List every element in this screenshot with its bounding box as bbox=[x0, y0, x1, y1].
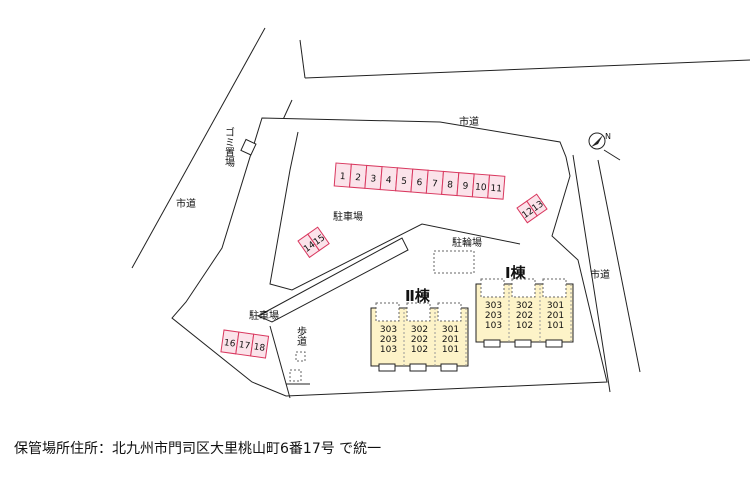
building-1-name: Ⅰ棟 bbox=[505, 264, 527, 282]
parking-space: 4 bbox=[379, 166, 398, 192]
caption: 保管場所住所：北九州市門司区大里桃山町6番17号 で統一 bbox=[14, 441, 382, 457]
parking-space-number: 3 bbox=[370, 174, 377, 184]
road-label-right: 市道 bbox=[590, 268, 610, 281]
entrance bbox=[378, 363, 396, 372]
entrance bbox=[514, 339, 532, 348]
walkway-gate bbox=[295, 351, 306, 362]
parking-space-number: 18 bbox=[253, 342, 266, 354]
unit-number: 102 bbox=[516, 321, 533, 331]
svg-text:N: N bbox=[605, 132, 611, 141]
parking-space-number: 2 bbox=[355, 173, 362, 183]
parking-space: 1 bbox=[333, 162, 352, 188]
walkway: 歩道 bbox=[289, 325, 307, 382]
road-label-left: 市道 bbox=[176, 197, 196, 210]
unit-number: 301 bbox=[442, 325, 459, 335]
parking-space-number: 9 bbox=[462, 182, 469, 192]
balcony bbox=[437, 302, 462, 322]
unit-number: 203 bbox=[485, 311, 502, 321]
parking-space-number: 7 bbox=[431, 179, 438, 189]
parking-space-number: 6 bbox=[416, 178, 423, 188]
inner-road-edge bbox=[269, 325, 291, 399]
road-right-edge-1 bbox=[572, 154, 611, 393]
parking-space: 17 bbox=[235, 331, 255, 357]
balcony bbox=[542, 278, 567, 298]
entrance bbox=[483, 339, 501, 348]
parking-space-number: 5 bbox=[401, 177, 408, 187]
parking-space: 8 bbox=[441, 170, 460, 197]
unit-number: 101 bbox=[442, 345, 459, 355]
parking-space: 11 bbox=[487, 174, 506, 200]
unit-number: 101 bbox=[547, 321, 564, 331]
entrance bbox=[545, 339, 563, 348]
unit-number: 302 bbox=[516, 301, 533, 311]
bicycle-area bbox=[433, 250, 475, 274]
unit-number: 103 bbox=[380, 345, 397, 355]
road-right-edge-2 bbox=[597, 159, 641, 373]
parking-space: 7 bbox=[425, 169, 445, 195]
unit-number: 102 bbox=[411, 345, 428, 355]
garbage-box bbox=[240, 138, 257, 156]
parking-space: 5 bbox=[395, 167, 414, 193]
parking-space: 18 bbox=[250, 333, 270, 359]
walkway-gate-2 bbox=[289, 369, 302, 382]
road-left-edge-outer bbox=[131, 27, 266, 269]
parking-space-number: 1 bbox=[339, 172, 346, 182]
bicycle-parking: 駐輪場 bbox=[433, 236, 482, 274]
unit-number: 303 bbox=[485, 301, 502, 311]
entrance bbox=[440, 363, 458, 372]
parking-space: 12 bbox=[516, 200, 538, 224]
balcony bbox=[375, 302, 400, 322]
garbage-label: ゴミ置場 bbox=[223, 126, 235, 168]
road-top-edge-left bbox=[299, 39, 306, 79]
road-top-edge bbox=[304, 59, 750, 79]
balcony bbox=[406, 302, 431, 322]
parking-sw-label: 駐車場 bbox=[249, 309, 279, 322]
unit-number: 203 bbox=[380, 335, 397, 345]
unit-number: 201 bbox=[442, 335, 459, 345]
parking-space: 13 bbox=[526, 193, 548, 217]
inner-road bbox=[256, 237, 409, 323]
parking-space: 9 bbox=[456, 172, 475, 198]
unit-number: 302 bbox=[411, 325, 428, 335]
unit-number: 303 bbox=[380, 325, 397, 335]
parking-space: 10 bbox=[471, 173, 491, 199]
balcony bbox=[480, 278, 505, 298]
parking-space: 6 bbox=[410, 168, 429, 194]
north-arrow-icon: N bbox=[588, 132, 611, 150]
unit-number: 103 bbox=[485, 321, 502, 331]
unit-number: 301 bbox=[547, 301, 564, 311]
parking-space: 3 bbox=[364, 164, 383, 191]
parking-space-number: 8 bbox=[447, 180, 454, 190]
walkway-label: 歩道 bbox=[295, 325, 307, 346]
parking-space: 2 bbox=[349, 163, 368, 189]
parking-space: 15 bbox=[307, 226, 330, 252]
unit-number: 201 bbox=[547, 311, 564, 321]
bicycle-label: 駐輪場 bbox=[452, 236, 482, 249]
parking-space-number: 17 bbox=[238, 340, 251, 351]
unit-number: 202 bbox=[516, 311, 533, 321]
building-2-name: Ⅱ棟 bbox=[405, 287, 431, 305]
entrance bbox=[409, 363, 427, 372]
parking-curb bbox=[269, 131, 521, 291]
balcony bbox=[511, 278, 536, 298]
parking-space-number: 4 bbox=[385, 175, 392, 185]
road-label-top: 市道 bbox=[459, 115, 479, 128]
parking-north-label: 駐車場 bbox=[333, 210, 363, 223]
unit-number: 202 bbox=[411, 335, 428, 345]
parking-space-number: 16 bbox=[223, 338, 236, 350]
garbage-station: ゴミ置場 bbox=[223, 126, 257, 168]
road-right-edge-3 bbox=[603, 149, 621, 161]
parking-space-number: 11 bbox=[490, 184, 502, 195]
parking-space-number: 10 bbox=[475, 183, 487, 194]
parking-space: 14 bbox=[297, 233, 320, 259]
